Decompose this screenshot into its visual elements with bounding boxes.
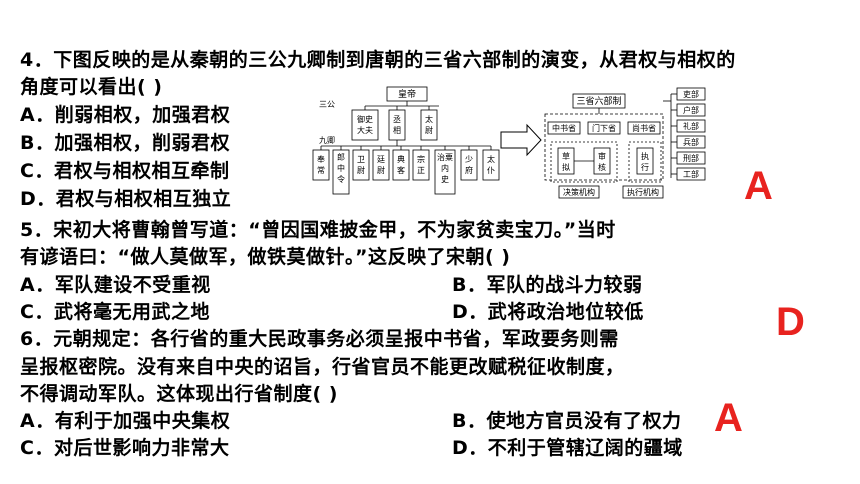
q5-option-a[interactable]: A．军队建设不受重视 <box>20 274 211 296</box>
svg-text:丞: 丞 <box>393 114 401 124</box>
svg-text:宗: 宗 <box>417 154 425 164</box>
q5-option-d[interactable]: D．武将政治地位较低 <box>452 301 644 323</box>
svg-text:常: 常 <box>317 166 325 175</box>
q6-stem-line1: 6．元朝规定：各行省的重大民政事务必须呈报中书省，军政要务则需 <box>20 328 619 350</box>
svg-text:核: 核 <box>598 162 606 172</box>
svg-text:少: 少 <box>465 155 473 164</box>
q5-stem-line1: 5．宋初大将曹翰曾写道：“曾因国难披金甲，不为家贫卖宝刀。”当时 <box>20 219 616 241</box>
svg-text:尉: 尉 <box>357 165 365 175</box>
bu-gong: 工部 <box>683 169 699 179</box>
svg-text:相: 相 <box>393 125 401 135</box>
q5-option-c[interactable]: C．武将毫无用武之地 <box>20 301 210 323</box>
svg-text:御史: 御史 <box>357 114 373 124</box>
svg-text:治粟: 治粟 <box>437 152 453 162</box>
svg-text:卫: 卫 <box>357 155 365 164</box>
q4-option-b[interactable]: B．加强相权，削弱君权 <box>20 132 230 154</box>
evolution-arrow-icon <box>500 123 542 157</box>
zhongshu-label: 中书省 <box>552 123 576 133</box>
svg-text:客: 客 <box>397 165 405 175</box>
q4-answer: A <box>744 164 773 208</box>
zhongshu-box <box>547 121 581 135</box>
q6-stem-line2: 呈报枢密院。没有来自中央的诏旨，行省官员不能更改赋税征收制度， <box>20 356 625 378</box>
svg-text:尉: 尉 <box>377 165 385 175</box>
svg-text:太: 太 <box>425 114 433 124</box>
sansheng-title: 三省六部制 <box>576 95 621 107</box>
svg-text:令: 令 <box>337 174 345 184</box>
bu-li2: 礼部 <box>683 121 699 131</box>
q4-diagram: 三公 九卿 皇帝 御史 大夫 丞 相 太 尉 奉常 郎中令 卫尉 廷尉 典客 宗… <box>312 86 706 199</box>
sangong-box-yushi <box>351 109 379 141</box>
jiuqing-label: 九卿 <box>319 136 335 145</box>
sangong-label: 三公 <box>319 100 335 109</box>
juece-label: 决策机构 <box>563 187 595 197</box>
svg-text:史: 史 <box>441 174 449 184</box>
svg-text:太: 太 <box>487 154 495 164</box>
svg-text:大夫: 大夫 <box>357 125 373 135</box>
svg-text:尉: 尉 <box>425 125 433 135</box>
svg-text:仆: 仆 <box>487 166 495 175</box>
bu-hu: 户部 <box>683 105 699 115</box>
q4-option-c[interactable]: C．君权与相权相互牵制 <box>20 160 230 182</box>
sangong-box-taiwei <box>420 109 438 141</box>
svg-text:郎: 郎 <box>337 152 345 162</box>
svg-text:拟: 拟 <box>562 162 570 172</box>
menxia-label: 门下省 <box>592 123 616 133</box>
svg-text:中: 中 <box>337 163 345 173</box>
svg-text:执: 执 <box>641 151 649 161</box>
q4-option-a[interactable]: A．削弱相权，加强君权 <box>20 104 231 126</box>
shangshu-box <box>627 121 661 135</box>
svg-text:审: 审 <box>598 151 606 161</box>
q6-option-c[interactable]: C．对后世影响力非常大 <box>20 437 230 459</box>
shangshu-label: 尚书省 <box>632 123 656 133</box>
svg-text:草: 草 <box>562 151 570 161</box>
q5-answer: D <box>776 300 805 344</box>
q6-stem-line3: 不得调动军队。这体现出行省制度( ) <box>20 383 338 405</box>
q5-stem-line2: 有谚语曰：“做人莫做军，做铁莫做针。”这反映了宋朝( ) <box>20 246 511 268</box>
svg-text:典: 典 <box>397 154 405 164</box>
svg-text:内: 内 <box>441 163 449 173</box>
zhixing-jigou-label: 执行机构 <box>627 187 659 197</box>
q6-option-b[interactable]: B．使地方官员没有了权力 <box>452 410 682 432</box>
q5-option-b[interactable]: B．军队的战斗力较弱 <box>452 274 643 296</box>
svg-text:行: 行 <box>641 162 649 172</box>
svg-text:廷: 廷 <box>377 154 385 164</box>
bu-bing: 兵部 <box>683 137 699 147</box>
svg-text:府: 府 <box>465 165 473 175</box>
q4-option-d[interactable]: D．君权与相权相互独立 <box>20 188 232 210</box>
q6-option-d[interactable]: D．不利于管辖辽阔的疆域 <box>452 437 683 459</box>
bu-xing: 刑部 <box>683 153 699 163</box>
q6-answer: A <box>714 396 743 440</box>
bu-li: 吏部 <box>683 89 699 99</box>
emperor-label: 皇帝 <box>398 88 416 100</box>
menxia-box <box>587 121 621 135</box>
q4-stem-line2: 角度可以看出( ) <box>20 76 163 98</box>
q6-option-a[interactable]: A．有利于加强中央集权 <box>20 410 231 432</box>
svg-text:正: 正 <box>417 166 425 175</box>
svg-text:奉: 奉 <box>317 154 325 164</box>
q4-stem-line1: 4．下图反映的是从秦朝的三公九卿制到唐朝的三省六部制的演变，从君权与相权的 <box>20 49 736 71</box>
